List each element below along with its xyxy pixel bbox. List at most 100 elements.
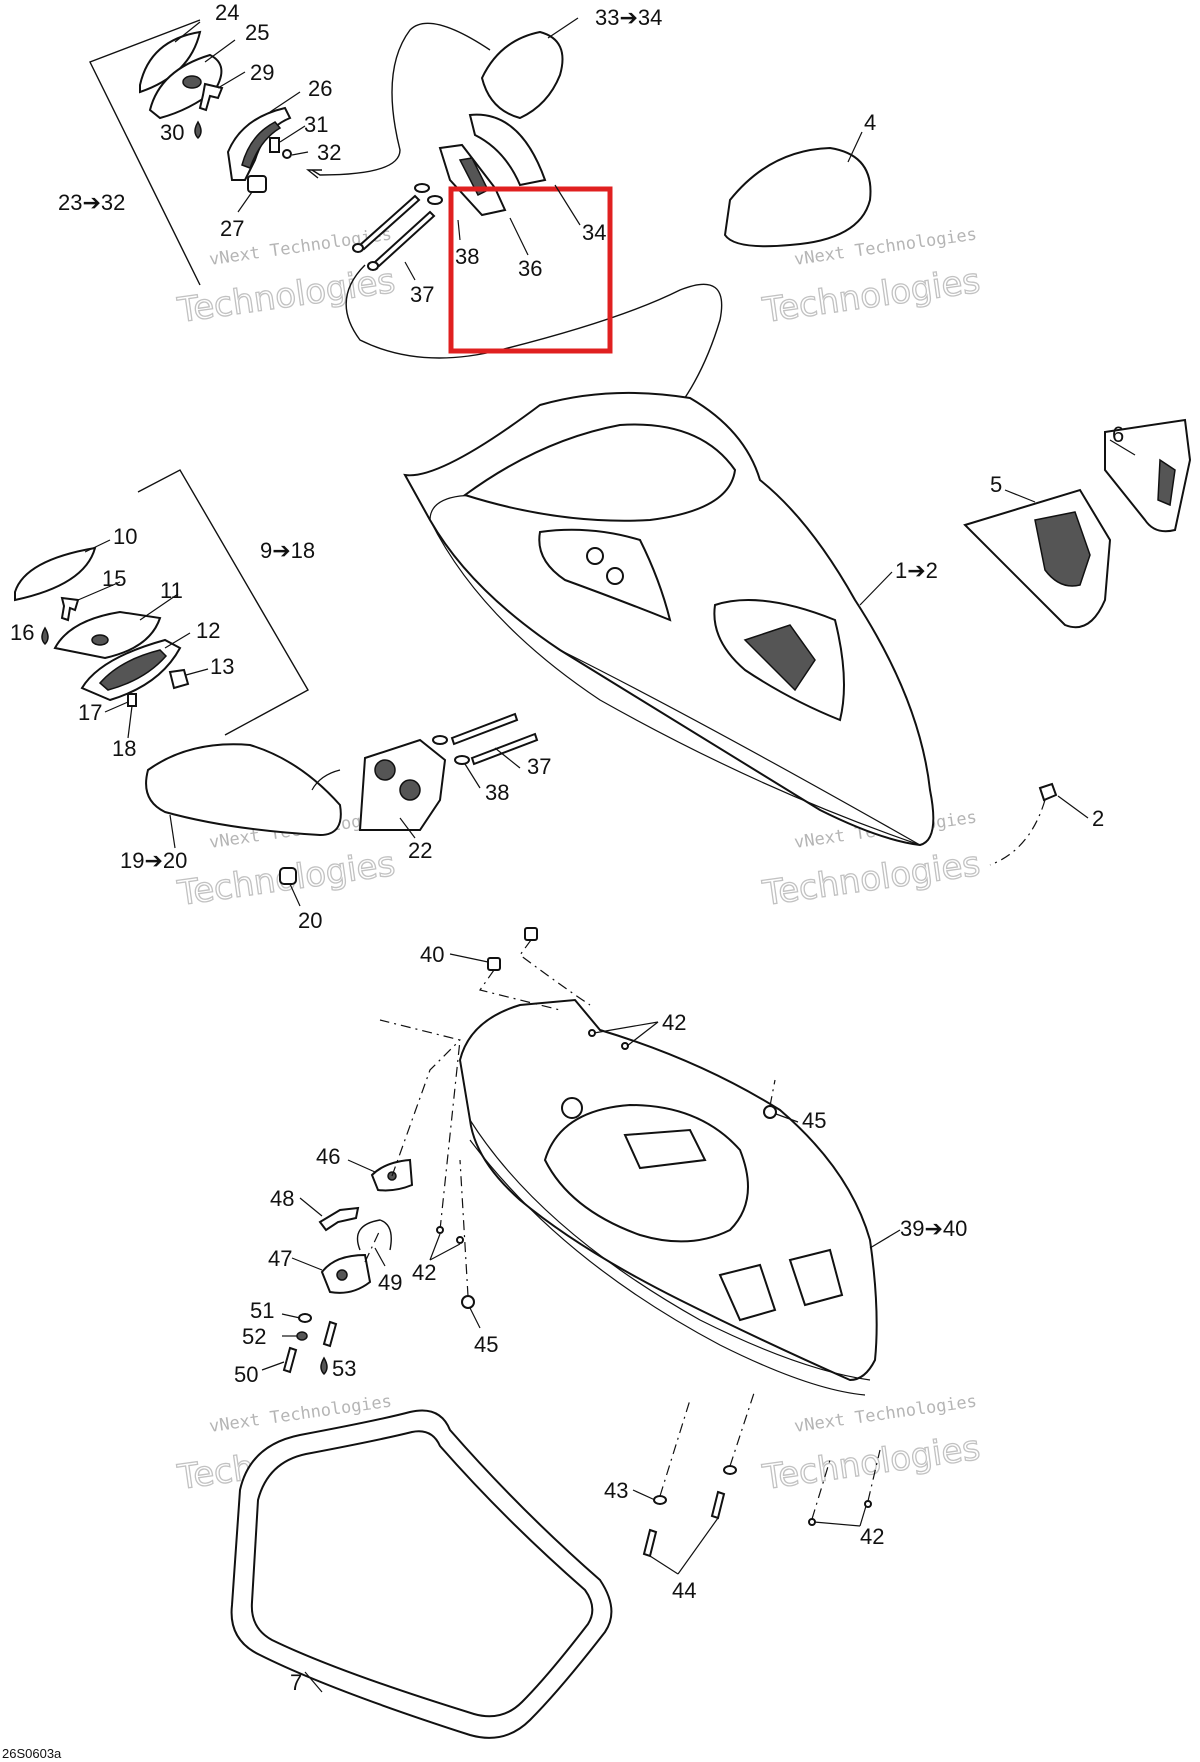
part-49-spring: [356, 1219, 392, 1251]
callout-40: 40: [420, 942, 444, 967]
part-45-nut: [461, 1295, 475, 1309]
part-7-gasket-inner: [250, 1430, 594, 1718]
callout-25: 25: [245, 20, 269, 45]
part-11-plate: [53, 610, 162, 660]
callout-45: 45: [802, 1108, 826, 1133]
callout-50: 50: [234, 1362, 258, 1387]
callout-37: 37: [410, 282, 434, 307]
part-38-washer: [454, 755, 470, 765]
callout-37: 37: [527, 754, 551, 779]
callout-36: 36: [518, 256, 542, 281]
assembly-arrow: [306, 169, 322, 179]
part-2-nut: [1038, 782, 1058, 802]
callout-20: 20: [298, 908, 322, 933]
watermark-text: vNext Technologies: [793, 1392, 978, 1437]
callout-46: 46: [316, 1144, 340, 1169]
part-19-cover: [145, 743, 342, 837]
callout-7: 7: [290, 1670, 302, 1695]
clip-guide: [479, 969, 561, 1011]
latch-guide: [391, 1039, 461, 1177]
callout-12: 12: [196, 618, 220, 643]
screw-guide: [867, 1449, 881, 1502]
callout-42: 42: [412, 1260, 436, 1285]
part-50-bolt: [322, 1320, 338, 1348]
part-44-bolt: [642, 1528, 658, 1558]
part-33-mirror-shell: [480, 30, 564, 120]
part-44-bolt: [710, 1490, 726, 1520]
callout-17: 17: [78, 700, 102, 725]
callout-16: 16: [10, 620, 34, 645]
callout-10: 10: [113, 524, 137, 549]
part-42-screw: [621, 1042, 629, 1050]
mount-arrow: [311, 769, 341, 791]
callout-42: 42: [860, 1524, 884, 1549]
part-48-lever: [318, 1206, 360, 1232]
bracket-23-32: [89, 19, 201, 286]
part-51-washer: [298, 1313, 312, 1323]
callout-18: 18: [112, 736, 136, 761]
assembly-curve: [311, 22, 491, 176]
callout-31: 31: [304, 112, 328, 137]
thread-lock-drop-icon: [320, 1356, 328, 1376]
callout-34: 34: [582, 220, 606, 245]
bracket-9-18: [137, 469, 309, 736]
part-43-washer: [723, 1465, 737, 1475]
callout-labels: 24 25 29 26 30 31 32 23➔32 27 33➔34 34 3…: [10, 0, 1124, 1695]
part-38-washer: [427, 195, 443, 205]
part-47-pivot: [336, 1269, 348, 1281]
callout-51: 51: [250, 1298, 274, 1323]
part-27-nut: [247, 175, 267, 193]
callout-33-34: 33➔34: [595, 5, 662, 30]
callout-29: 29: [250, 60, 274, 85]
part-52-nut: [296, 1331, 308, 1341]
part-31-spring: [269, 137, 280, 153]
part-38-washer: [432, 735, 448, 745]
part-38-washer: [414, 183, 430, 193]
callout-32: 32: [317, 140, 341, 165]
watermark-text: Technologies: [760, 261, 983, 331]
thread-lock-drop-icon: [194, 120, 202, 140]
part-11-boss: [91, 634, 109, 646]
callout-38: 38: [455, 244, 479, 269]
bolt-guide: [659, 1399, 691, 1497]
latch-guide: [364, 1229, 381, 1263]
part-42-screw: [436, 1226, 444, 1234]
leader-lines: [77, 17, 1136, 1693]
callout-43: 43: [604, 1478, 628, 1503]
part-22-hole: [399, 779, 421, 801]
callout-27: 27: [220, 216, 244, 241]
callout-49: 49: [378, 1270, 402, 1295]
part-1-hood: [403, 391, 935, 847]
part-45-nut: [763, 1105, 777, 1119]
callout-5: 5: [990, 472, 1002, 497]
part-37-bolt: [450, 712, 519, 746]
callout-26: 26: [308, 76, 332, 101]
part-43-washer: [653, 1495, 667, 1505]
callout-11: 11: [160, 578, 183, 603]
callout-52: 52: [242, 1324, 266, 1349]
callout-1-2: 1➔2: [895, 558, 938, 583]
part-4-cover: [723, 146, 872, 248]
callout-6: 6: [1112, 422, 1124, 447]
part-37-bolt-head: [367, 261, 379, 271]
part-39-hull: [458, 998, 878, 1396]
thread-lock-drop-icon: [41, 626, 49, 646]
part-15-knob: [60, 596, 80, 622]
part-12-recess: [98, 649, 168, 691]
callout-15: 15: [102, 566, 126, 591]
callout-13: 13: [210, 654, 234, 679]
part-26-channel: [241, 121, 282, 169]
callout-19-20: 19➔20: [120, 848, 187, 873]
callout-9-18: 9➔18: [260, 538, 315, 563]
part-29-knob: [198, 82, 224, 112]
clip-guide: [519, 939, 591, 1006]
bolt-guide: [729, 1389, 756, 1467]
part-13-nut: [168, 668, 190, 690]
part-25-boss: [182, 75, 202, 89]
callout-2: 2: [1092, 806, 1104, 831]
callout-44: 44: [672, 1578, 696, 1603]
part-2-guide: [989, 799, 1046, 866]
part-40-clip: [524, 927, 538, 941]
callout-48: 48: [270, 1186, 294, 1211]
